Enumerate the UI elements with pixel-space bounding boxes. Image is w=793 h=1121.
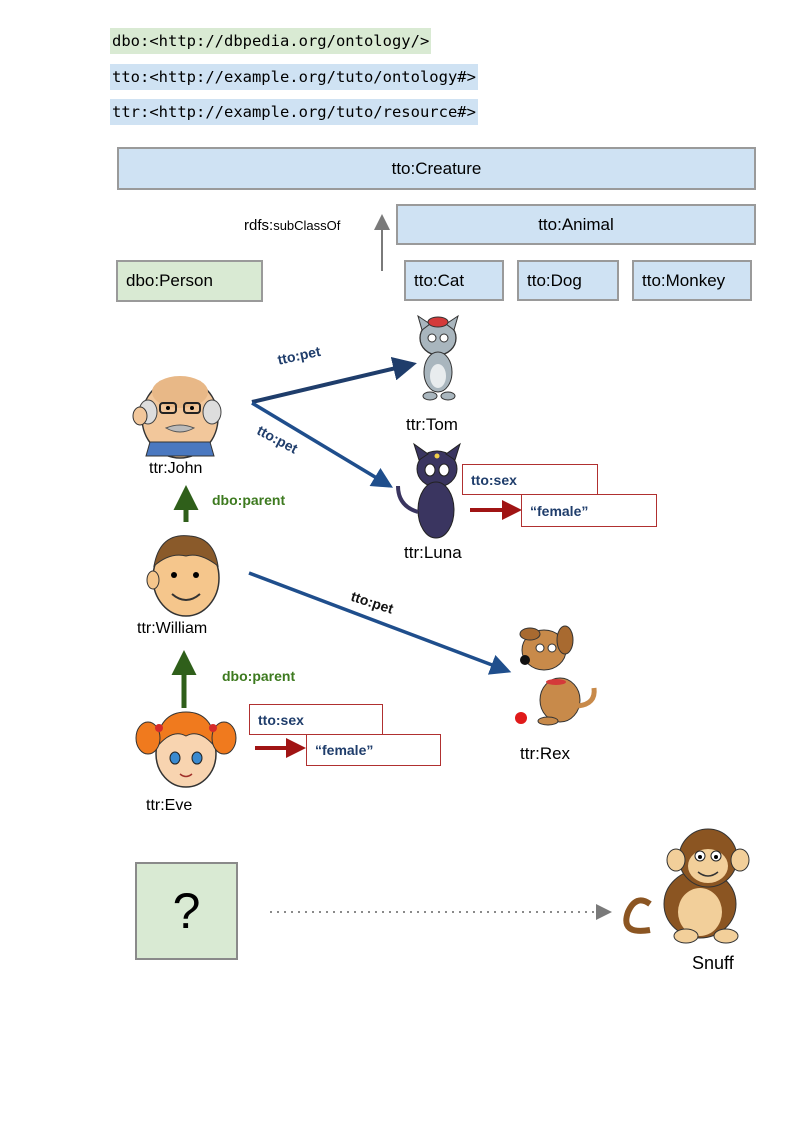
label-rex: ttr:Rex [520,744,571,763]
subclass-local: subClassOf [273,218,341,233]
eve-illustration [135,711,237,788]
sex-box-luna: tto:sex [462,464,598,495]
tom-illustration [417,314,459,401]
label-luna: ttr:Luna [404,543,462,562]
label-snuff: Snuff [692,953,734,973]
label-john: ttr:John [149,460,203,477]
label-tom: ttr:Tom [406,415,458,434]
parent-label-william-john: dbo:parent [212,492,286,508]
subclass-prefix: rdfs: [244,217,274,234]
unknown-class-box: ? [135,862,238,960]
prefix-tto: tto:<http://example.org/tuto/ontology#> [110,64,478,90]
rex-illustration [515,625,597,726]
label-william: ttr:William [137,620,208,637]
snuff-illustration [623,828,750,944]
sex-box-eve: tto:sex [249,704,383,735]
prefix-dbo: dbo:<http://dbpedia.org/ontology/> [110,28,432,54]
luna-illustration [396,442,461,539]
class-cat: tto:Cat [404,260,504,301]
class-monkey: tto:Monkey [632,260,752,301]
female-box-eve: “female” [306,734,441,766]
class-person: dbo:Person [116,260,263,302]
class-animal: tto:Animal [396,204,756,245]
john-illustration [132,376,222,459]
female-box-luna: “female” [521,494,657,527]
william-illustration [146,535,220,617]
subclass-label: rdfs:subClassOf [244,217,340,234]
pet-arrow-william-rex [248,571,512,675]
pet-arrow-john-tom [251,356,417,404]
class-dog: tto:Dog [517,260,619,301]
pet-arrow-john-luna [251,401,393,488]
class-creature: tto:Creature [117,147,756,190]
label-eve: ttr:Eve [146,797,193,814]
prefix-ttr: ttr:<http://example.org/tuto/resource#> [110,99,478,125]
parent-label-eve-william: dbo:parent [222,668,296,684]
